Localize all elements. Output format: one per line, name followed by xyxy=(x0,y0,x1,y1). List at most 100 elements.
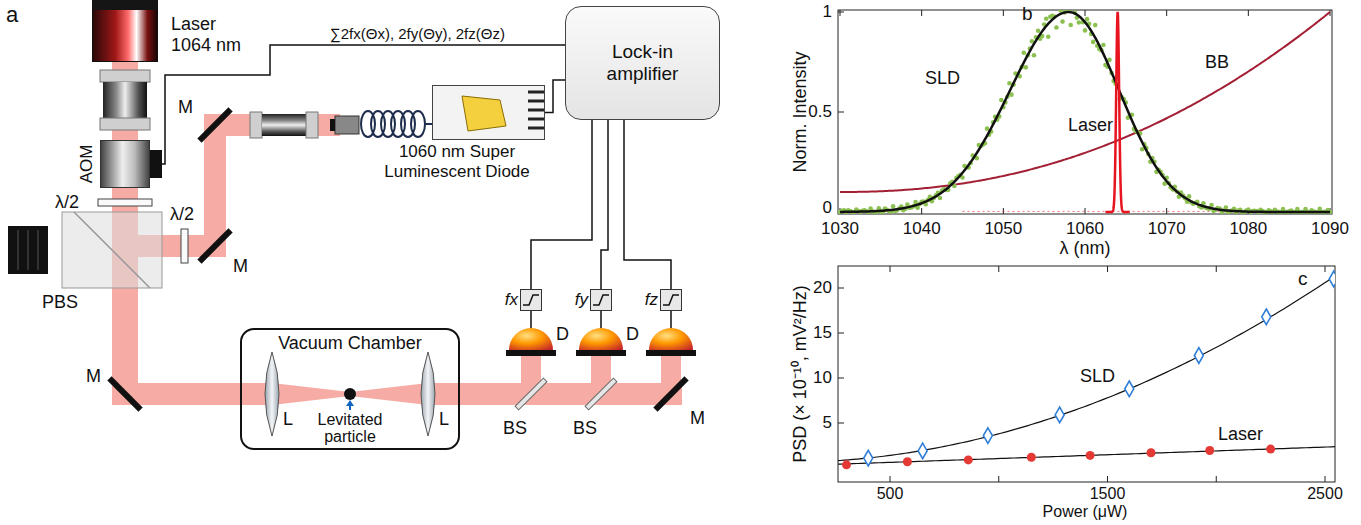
node-text: fy xyxy=(575,290,588,310)
chart-text: Norm. Intensity xyxy=(790,51,811,172)
axis-tick xyxy=(1325,476,1326,482)
fiber-coupler xyxy=(330,116,359,134)
part-label: M xyxy=(690,408,705,429)
axis-tick xyxy=(838,12,844,13)
data-point xyxy=(1266,445,1275,454)
axis-tick xyxy=(838,288,844,289)
axis-tick xyxy=(1216,266,1217,272)
part-label: D xyxy=(556,324,569,345)
chart-text: Laser xyxy=(1218,424,1263,445)
mirror xyxy=(197,228,232,263)
optical-isolator xyxy=(250,112,262,138)
sld-fit-curve xyxy=(840,12,1330,212)
filter-symbol xyxy=(531,311,671,328)
data-point xyxy=(918,443,927,459)
part-label: λ/2 xyxy=(55,192,79,213)
fiber-coupler xyxy=(335,116,359,134)
data-point xyxy=(1055,407,1064,423)
mirror xyxy=(653,376,688,411)
axis-tick xyxy=(1325,266,1326,272)
part-label: BS xyxy=(503,418,527,439)
data-point xyxy=(1093,23,1098,28)
laser-head: Laser 1064 nm xyxy=(92,0,158,62)
axis-tick xyxy=(1107,476,1108,482)
signal-wire xyxy=(624,120,671,289)
data-point xyxy=(1036,28,1041,33)
laser-beam xyxy=(436,383,682,405)
beam-splitter-plate xyxy=(585,378,617,410)
data-point xyxy=(1068,23,1073,28)
axis-tick xyxy=(1166,208,1167,214)
chart-text: 1080 xyxy=(1229,219,1267,239)
photodetector xyxy=(646,350,696,356)
node-text: fz xyxy=(645,290,658,310)
part-label: M xyxy=(233,256,248,277)
chart-text: 10 xyxy=(813,368,832,388)
optical-isolator xyxy=(100,70,150,82)
filter-box: fx xyxy=(520,289,542,311)
data-point xyxy=(1083,28,1088,33)
data-point xyxy=(1101,43,1106,48)
part-label: PBS xyxy=(42,292,78,313)
axis-tick xyxy=(1003,10,1004,16)
beam-dump xyxy=(8,226,48,274)
data-point xyxy=(1329,271,1335,287)
vacuum-chamber: Vacuum ChamberLevitated particle xyxy=(240,328,460,450)
chart-text: 1050 xyxy=(984,219,1022,239)
chart-text: SLD xyxy=(925,68,960,89)
fiber-coil xyxy=(425,123,432,125)
sld-package xyxy=(462,96,506,131)
sld-package xyxy=(528,109,545,112)
chart-text: 2500 xyxy=(1307,485,1343,503)
data-point xyxy=(903,457,912,466)
data-point xyxy=(1044,16,1049,21)
chart-text: BB xyxy=(1205,52,1229,73)
spectrum-curves xyxy=(838,10,1332,214)
chart-text: 1500 xyxy=(1090,485,1126,503)
part-label: λ/2 xyxy=(170,204,194,225)
data-point xyxy=(1091,40,1096,45)
laser-beam xyxy=(661,356,681,383)
data-point xyxy=(1021,50,1026,55)
optical-isolator xyxy=(103,82,147,118)
sld-package xyxy=(528,91,545,94)
beam-dump xyxy=(38,230,39,270)
node-text: AOM xyxy=(77,145,97,184)
data-point xyxy=(1060,19,1065,24)
sld-package xyxy=(528,127,545,130)
laser-peak xyxy=(1105,12,1129,212)
optical-isolator xyxy=(100,118,150,130)
data-point xyxy=(1054,25,1059,30)
data-point xyxy=(1205,446,1214,455)
chart-text: 15 xyxy=(813,323,832,343)
beam-dump xyxy=(28,230,29,270)
photodetector xyxy=(576,350,626,356)
beam-dump xyxy=(18,230,19,270)
data-point xyxy=(938,196,943,201)
waveplate xyxy=(98,199,152,206)
part-label: L xyxy=(283,409,293,430)
sld-fit-curve xyxy=(838,269,1335,460)
chart-text: 1 xyxy=(823,2,832,22)
laser-beam xyxy=(591,356,611,383)
laser-beam xyxy=(521,356,541,383)
node-text: Vacuum Chamber xyxy=(278,333,422,354)
lens xyxy=(421,352,435,436)
axis-tick xyxy=(1166,10,1167,16)
levitated-particle xyxy=(346,400,354,406)
axis-tick xyxy=(1085,10,1086,16)
part-label: D xyxy=(626,324,639,345)
signal-label: ∑2fx(Θx), 2fy(Θy), 2fz(Θz) xyxy=(328,25,507,42)
chart-text: 5 xyxy=(823,413,832,433)
chart-text: SLD xyxy=(1080,366,1115,387)
data-point xyxy=(891,204,896,209)
data-point xyxy=(1147,448,1156,457)
data-point xyxy=(1046,34,1051,39)
psd-curves xyxy=(838,269,1335,469)
chart-text: Power (μW) xyxy=(1043,503,1128,521)
axis-tick xyxy=(838,423,844,424)
levitated-particle xyxy=(344,388,356,410)
fiber-coil xyxy=(411,111,425,137)
chart-text: 1090 xyxy=(1311,219,1349,239)
